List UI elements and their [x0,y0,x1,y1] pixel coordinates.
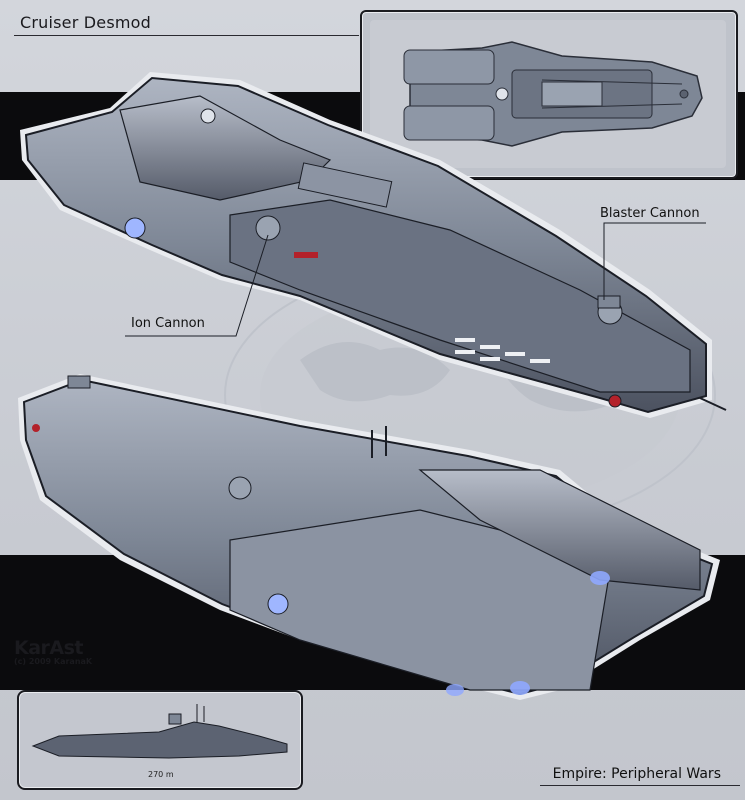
logo-mark: KarAst [14,637,84,659]
top-view-ship [370,20,726,168]
copyright-text: (c) 2009 KaranaK [14,657,93,666]
side-view-ship [31,704,288,759]
blaster-cannon-label: Blaster Cannon [600,206,700,221]
ion-cannon-label: Ion Cannon [131,316,205,331]
top-view-panel [360,10,738,179]
footer-caption: Empire: Peripheral Wars [552,766,721,782]
artist-logo: KarAst (c) 2009 KaranaK [14,637,92,666]
title-underline [14,35,359,36]
footer-underline [540,785,740,786]
ship-length-label: 270 m [148,770,174,779]
ship-title: Cruiser Desmod [20,13,152,32]
side-view-panel: 270 m [17,690,303,790]
